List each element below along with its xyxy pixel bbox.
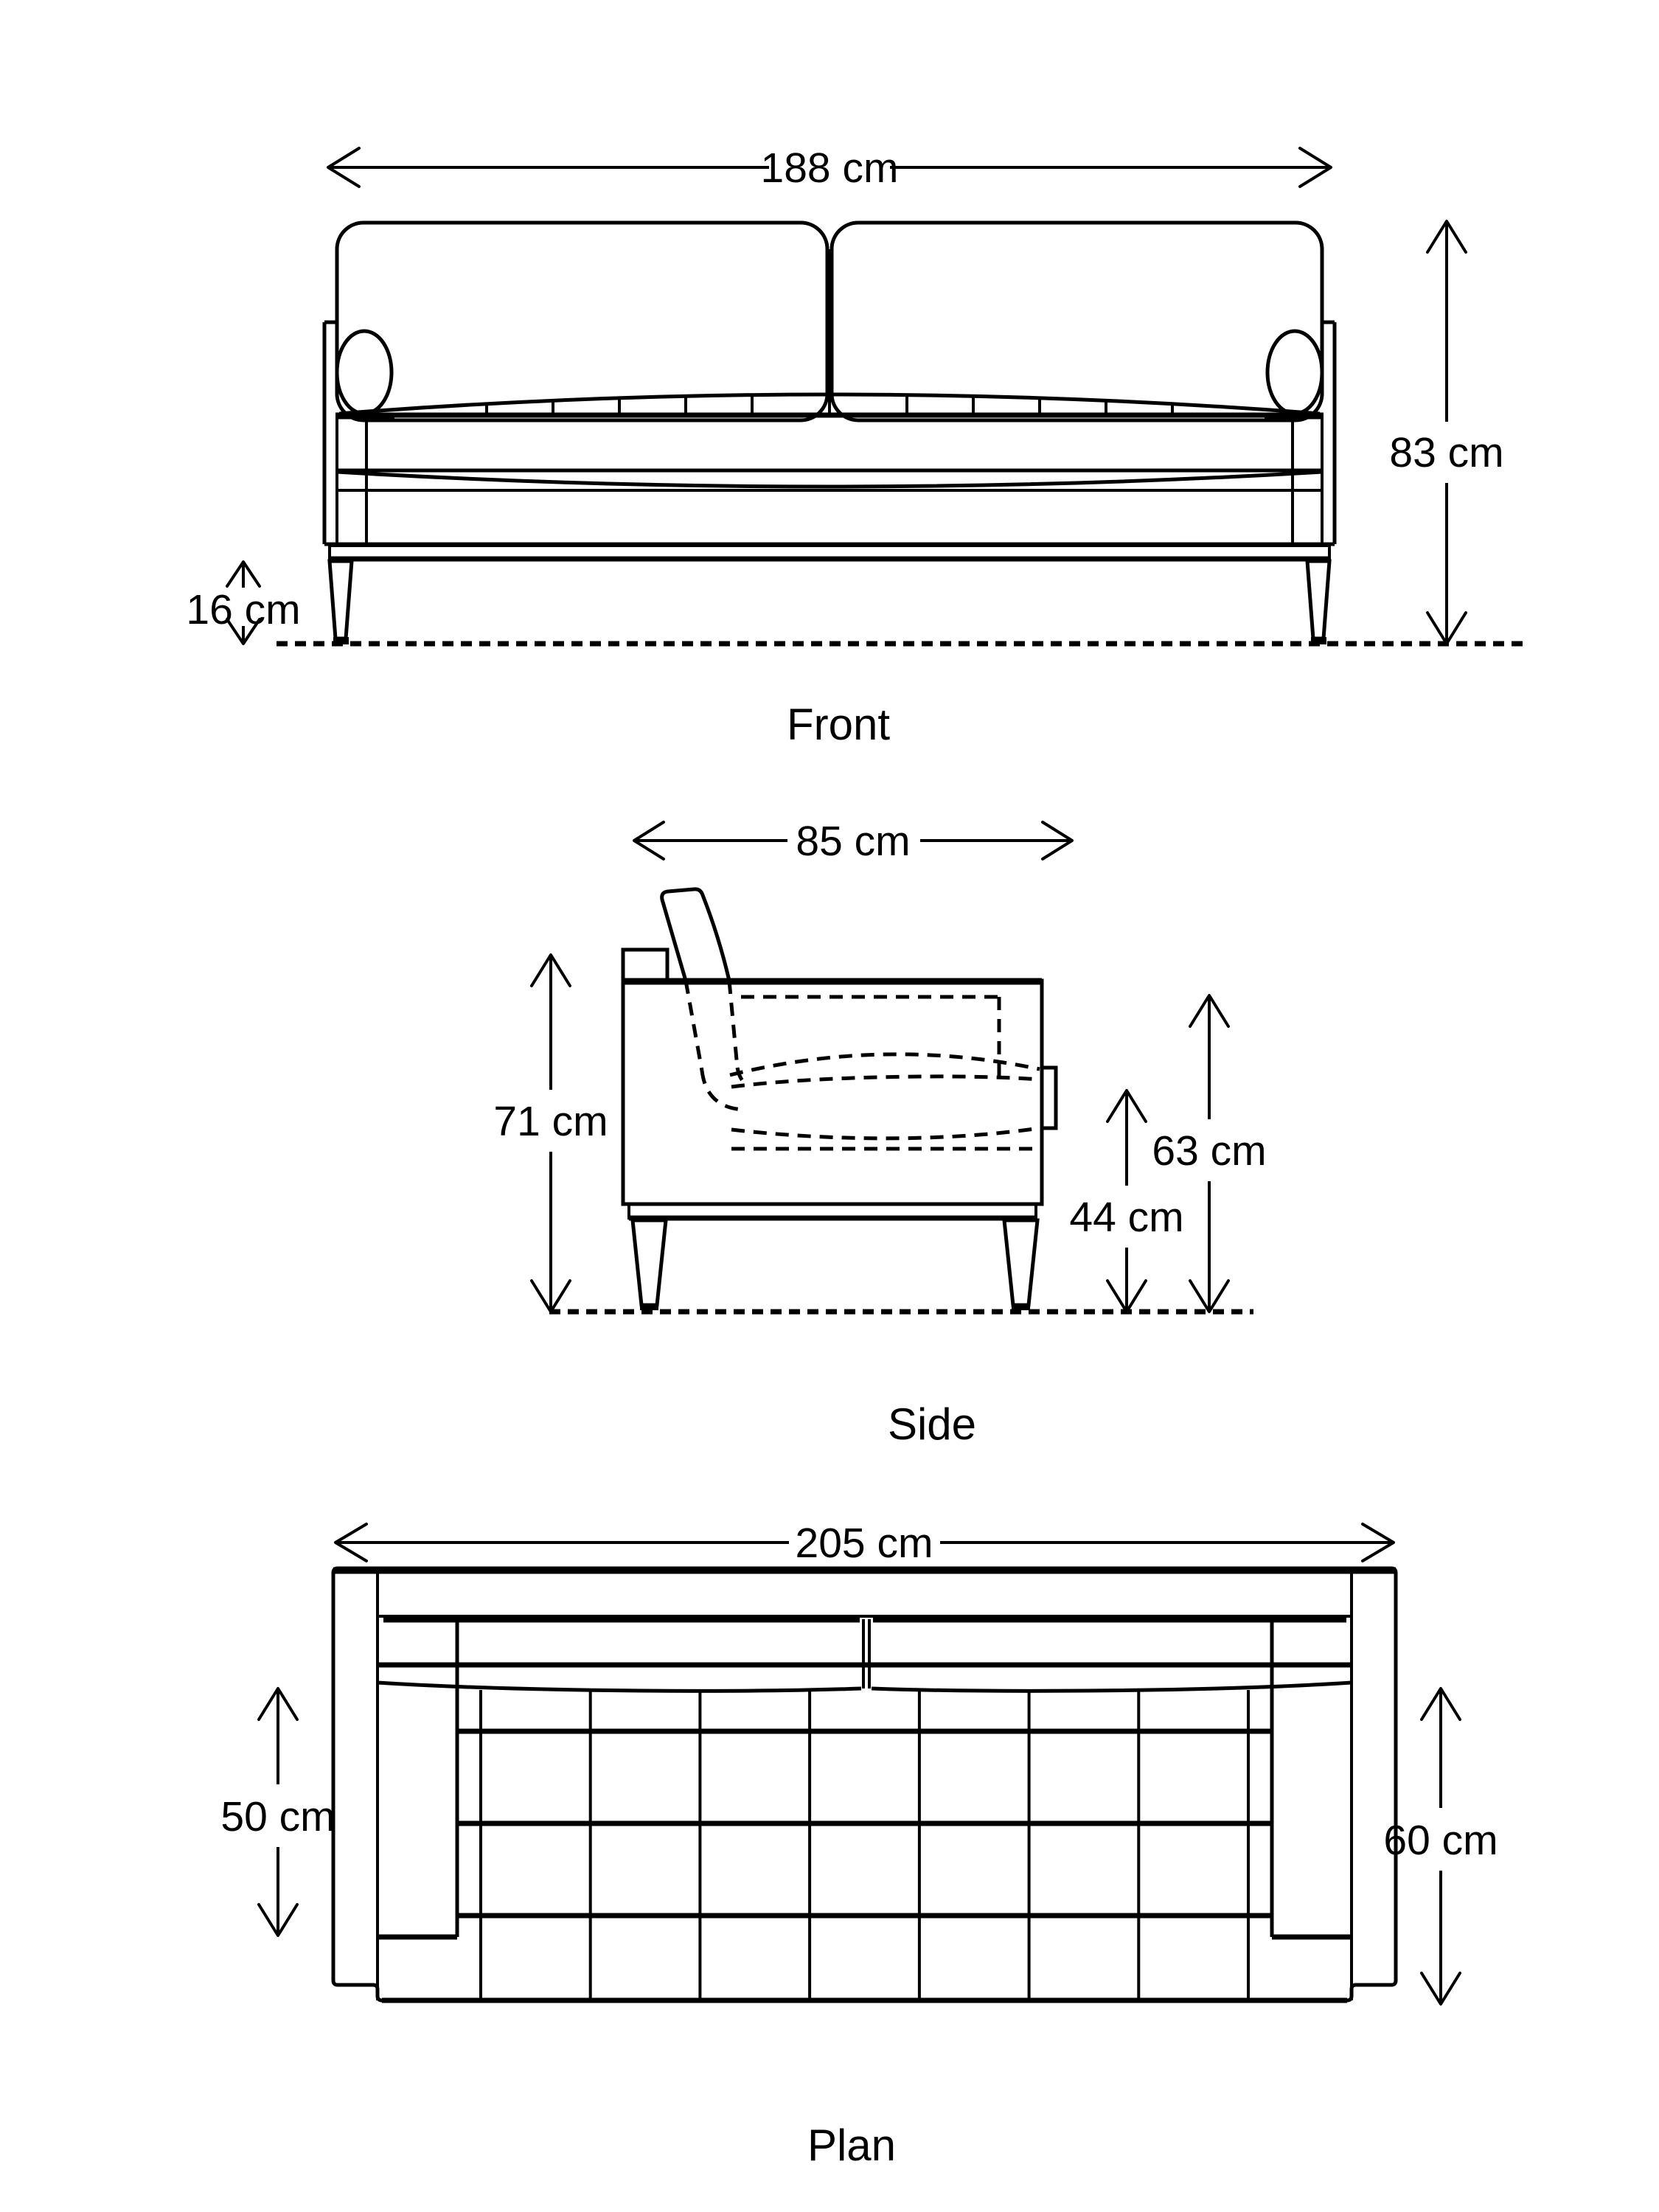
front-back-cushion-right: [830, 220, 1324, 422]
dim-front-overall-height: 83 cm: [1389, 220, 1504, 645]
front-seat-ticks: [485, 395, 1174, 415]
plan-seat-cushion-front-right: [871, 1680, 1352, 1693]
front-leg-height-label: 16 cm: [186, 586, 300, 633]
front-width-label: 188 cm: [761, 145, 899, 192]
side-view-caption: Side: [888, 1399, 976, 1449]
plan-seat-depth-label: 50 cm: [220, 1793, 335, 1840]
front-leg-left-foot: [333, 637, 349, 644]
plan-width-label: 205 cm: [796, 1520, 933, 1567]
front-band-side-edges: [335, 415, 1324, 544]
front-view-caption: Front: [787, 700, 890, 749]
plan-depth-label: 60 cm: [1383, 1817, 1498, 1864]
plan-arm-inner-edges: [455, 1619, 1274, 1937]
plan-shell-inner-lines: [376, 1568, 1353, 2000]
front-arm-right: [1322, 320, 1337, 544]
side-seat-height-label: 44 cm: [1069, 1194, 1183, 1241]
side-sofa: [621, 887, 1058, 1310]
front-leg-left: [327, 559, 354, 641]
front-leg-right: [1305, 559, 1332, 641]
front-leg-right-foot: [1311, 637, 1326, 644]
side-seat-cushion-top-hidden: [729, 1052, 1040, 1077]
side-seat-cushion-upper-seam-hidden: [731, 1074, 1040, 1089]
dim-side-seat-height: 44 cm: [1069, 1089, 1184, 1313]
dim-side-back-height: 71 cm: [493, 953, 608, 1313]
dim-front-overall-width: 188 cm: [327, 145, 1332, 192]
side-back-cushion-hidden-foot-2: [735, 1067, 748, 1086]
plan-view: 205 cm 50: [220, 1520, 1498, 2170]
side-leg-back: [630, 1218, 668, 1307]
side-leg-back-foot: [640, 1304, 658, 1310]
plan-view-caption: Plan: [807, 2121, 896, 2170]
dim-side-arm-height: 63 cm: [1152, 994, 1267, 1313]
plan-cushion-split: [862, 1619, 871, 1688]
dim-front-leg-height: 16 cm: [186, 560, 301, 645]
front-sofa: [322, 220, 1337, 644]
front-seat-bulge: [338, 392, 1321, 416]
side-leg-front-foot: [1012, 1304, 1030, 1310]
side-back-cushion-hidden-rear: [727, 980, 740, 1068]
front-arm-left: [322, 320, 337, 544]
plan-seat-grid-verticals: [479, 1690, 1250, 2000]
plan-seat-grid-horizontals: [457, 1728, 1272, 1919]
side-back-top: [621, 947, 669, 981]
side-view: 85 cm: [493, 818, 1266, 1449]
front-bolster-left: [335, 329, 394, 416]
side-seat-cushion-front-edge: [1040, 1065, 1058, 1130]
plan-seat-cushion-front-left: [377, 1680, 862, 1693]
dim-plan-overall-depth: 60 cm: [1383, 1687, 1498, 2006]
side-depth-label: 85 cm: [796, 818, 910, 865]
plan-sofa: [331, 1566, 1398, 2003]
front-height-label: 83 cm: [1389, 429, 1503, 476]
dim-side-overall-depth: 85 cm: [633, 818, 1074, 865]
side-leg-front: [1002, 1218, 1040, 1307]
side-arm-height-label: 63 cm: [1152, 1127, 1266, 1175]
front-back-cushion-left: [335, 220, 830, 422]
side-back-height-label: 71 cm: [493, 1098, 608, 1145]
side-body: [621, 978, 1044, 1206]
dim-plan-overall-width: 205 cm: [334, 1520, 1395, 1567]
front-band-sag-curve: [336, 470, 1323, 489]
side-seat-cushion-bottom-hidden: [731, 1126, 1040, 1141]
front-view: 188 cm: [186, 145, 1526, 749]
front-bolster-right: [1265, 329, 1324, 416]
side-back-cushion: [660, 887, 731, 981]
side-back-cushion-hidden-front: [684, 980, 704, 1071]
dim-plan-seat-depth: 50 cm: [220, 1687, 335, 1937]
side-back-cushion-hidden-foot: [700, 1070, 744, 1112]
